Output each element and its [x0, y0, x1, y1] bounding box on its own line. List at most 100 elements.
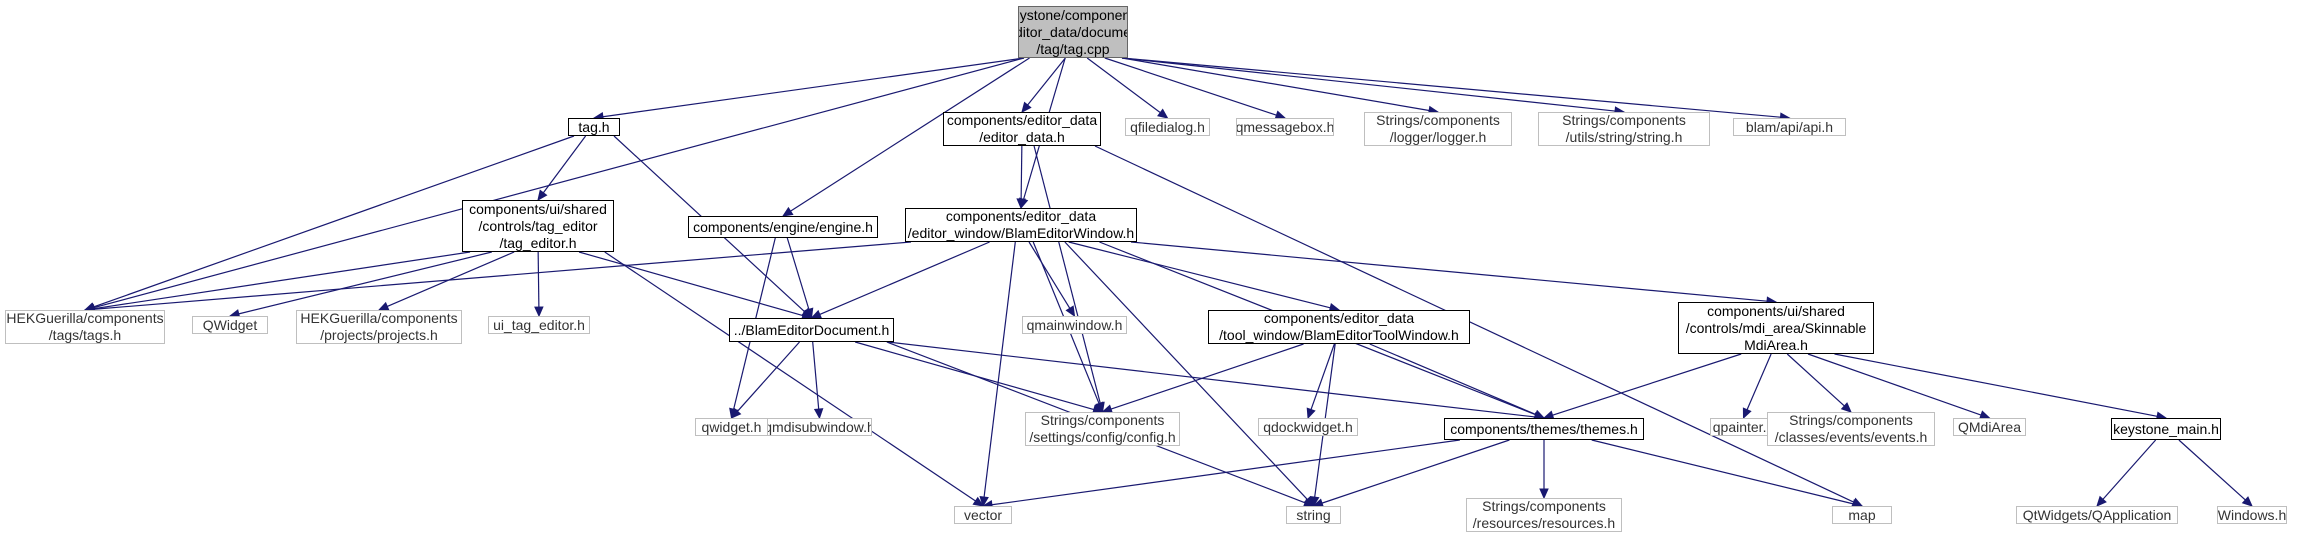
node-label-line: keystone/components [1019, 6, 1127, 23]
edge-tag_cpp-to-logger_h [1121, 57, 1440, 116]
edge-bew_h-to-tags_h [83, 241, 912, 314]
node-label-line: qpainter.h [1712, 418, 1775, 435]
node-label-line: components/editor_data [945, 208, 1097, 224]
edge-engine_h-to-bed_h [786, 237, 814, 320]
edge-tag_cpp-to-editor_data_h [1021, 57, 1066, 113]
node-tag-cpp: keystone/components/editor_data/document… [1018, 6, 1128, 58]
edge-betw_h-to-qdockwidget [1306, 343, 1335, 420]
edge-tag_editor_h-to-tags_h [83, 251, 471, 314]
node-config-h: Strings/components/settings/config/confi… [1025, 412, 1180, 446]
node-label-line: QtWidgets/QApplication [2022, 506, 2172, 523]
node-label-line: components/ui/shared [469, 200, 607, 217]
node-label-line: ../BlamEditorDocument.h [733, 321, 890, 338]
edge-keystone_main-to-windows_h [2178, 439, 2253, 507]
node-label-line: ui_tag_editor.h [493, 316, 585, 333]
node-blam-editor-tool-window-h[interactable]: components/editor_data/tool_window/BlamE… [1208, 310, 1470, 344]
node-keystone-main-h[interactable]: keystone_main.h [2111, 418, 2221, 440]
node-themes-h[interactable]: components/themes/themes.h [1444, 418, 1644, 440]
edge-bew_h-to-vector [979, 241, 1016, 508]
node-tag-h[interactable]: tag.h [568, 118, 620, 136]
node-label-line: /controls/tag_editor [478, 217, 598, 234]
node-qwidget-h: qwidget.h [695, 418, 768, 436]
edge-tag_cpp-to-engine_h [781, 57, 1030, 217]
edge-tag_editor_h-to-ui_tag_editor [534, 251, 544, 318]
node-qmdiarea: QMdiArea [1953, 418, 2026, 436]
edge-betw_h-to-config_h [1101, 343, 1304, 414]
node-label-line: components/ui/shared [1707, 302, 1845, 319]
node-skinnable-mdi-area-h[interactable]: components/ui/shared/controls/mdi_area/S… [1678, 302, 1874, 354]
node-resources-h: Strings/components/resources/resources.h [1466, 498, 1622, 532]
edge-tag_cpp-to-qfiledialog [1086, 57, 1169, 119]
node-qmainwindow-h: qmainwindow.h [1022, 316, 1127, 334]
node-string: string [1286, 506, 1341, 524]
node-logger-h: Strings/components/logger/logger.h [1364, 112, 1512, 146]
node-label-line: vector [963, 506, 1003, 523]
edge-bew_h-to-bed_h [810, 241, 990, 319]
node-qmdisubwindow-h: qmdisubwindow.h [767, 418, 872, 436]
node-label-line: /editor_data/document [1019, 23, 1127, 40]
node-label-line: Strings/components [1040, 412, 1165, 428]
node-label-line: /tool_window/BlamEditorToolWindow.h [1219, 327, 1459, 343]
node-events-h: Strings/components/classes/events/events… [1767, 412, 1935, 446]
node-label-line: Strings/components [1789, 412, 1913, 428]
node-qwidget: QWidget [192, 316, 268, 334]
node-windows-h: Windows.h [2217, 506, 2287, 524]
edge-keystone_main-to-qapplication [2096, 439, 2157, 507]
node-label-line: tag.h [578, 118, 610, 135]
node-editor-data-h[interactable]: components/editor_data/editor_data.h [943, 112, 1101, 146]
node-label-line: Windows.h [2217, 506, 2287, 523]
edge-bed_h-to-qmdisubwindow [812, 341, 824, 420]
node-label-line: qdockwidget.h [1263, 418, 1353, 435]
edge-tag_editor_h-to-qwidget [228, 251, 492, 319]
node-label-line: Strings/components [1482, 498, 1606, 514]
edge-tag_h-to-tag_editor_h [537, 135, 587, 201]
edge-tag_editor_h-to-projects_h [377, 251, 515, 311]
node-label-line: Strings/components [1376, 112, 1500, 128]
node-label-line: /tags/tags.h [48, 327, 122, 343]
node-map: map [1832, 506, 1892, 524]
node-label-line: /tag/tag.cpp [1036, 40, 1110, 57]
node-label-line: /settings/config/config.h [1029, 429, 1176, 445]
edge-bew_h-to-smda_h [1130, 241, 1778, 306]
edge-themes_h-to-string [1312, 439, 1510, 508]
node-engine-h[interactable]: components/engine/engine.h [688, 216, 878, 238]
node-label-line: qmainwindow.h [1026, 316, 1123, 333]
edge-editor_data_h-to-bew_h [1016, 145, 1026, 210]
edge-smda_h-to-themes_h [1542, 353, 1742, 420]
node-qfiledialog-h: qfiledialog.h [1125, 118, 1210, 136]
node-blam-editor-window-h[interactable]: components/editor_data/editor_window/Bla… [905, 208, 1137, 242]
edge-editor_data_h-to-config_h [1033, 145, 1105, 414]
edge-smda_h-to-keystone_main [1834, 353, 2168, 421]
node-label-line: components/themes/themes.h [1450, 420, 1638, 437]
edge-bed_h-to-themes_h [887, 341, 1546, 422]
node-projects-h: HEKGuerilla/components/projects/projects… [296, 310, 462, 344]
edge-smda_h-to-events_h [1786, 353, 1852, 413]
node-label-line: qfiledialog.h [1130, 118, 1205, 135]
node-api-h: blam/api/api.h [1733, 118, 1846, 136]
node-label-line: /classes/events/events.h [1774, 429, 1928, 445]
edge-smda_h-to-qpainter [1742, 353, 1772, 420]
node-string-h: Strings/components/utils/string/string.h [1538, 112, 1710, 146]
node-qapplication: QtWidgets/QApplication [2016, 506, 2178, 524]
edge-bew_h-to-qmainwindow [1028, 241, 1076, 318]
node-label-line: /tag_editor.h [499, 234, 577, 251]
node-tag-editor-h[interactable]: components/ui/shared/controls/tag_editor… [462, 200, 614, 252]
edge-tag_cpp-to-tags_h [83, 57, 1025, 313]
node-label-line: blam/api/api.h [1745, 118, 1834, 135]
node-label-line: /controls/mdi_area/Skinnable [1685, 319, 1867, 336]
node-tags-h: HEKGuerilla/components/tags/tags.h [5, 310, 165, 344]
node-label-line: MdiArea.h [1744, 336, 1808, 353]
edge-smda_h-to-qmdiarea [1807, 353, 1991, 420]
edge-themes_h-to-map [1591, 439, 1864, 509]
edge-tag_cpp-to-string_h [1121, 57, 1626, 116]
edge-tag_editor_h-to-vector [604, 251, 985, 507]
edge-tag_cpp-to-qmessagebox [1104, 57, 1287, 120]
edge-themes_h-to-vector [981, 439, 1460, 510]
node-label-line: qmdisubwindow.h [767, 418, 872, 435]
node-label-line: HEKGuerilla/components [300, 310, 458, 326]
node-blam-editor-document-h[interactable]: ../BlamEditorDocument.h [729, 318, 894, 342]
node-label-line: /editor_window/BlamEditorWindow.h [907, 225, 1135, 241]
node-label-line: Strings/components [1562, 112, 1686, 128]
